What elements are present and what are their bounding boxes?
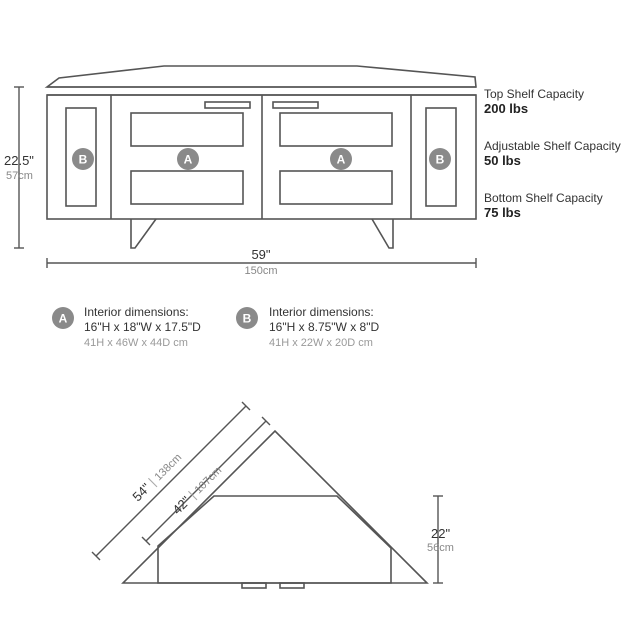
top-surface bbox=[44, 65, 477, 88]
capacity-adjustable: Adjustable Shelf Capacity 50 lbs bbox=[484, 139, 621, 168]
svg-text:B: B bbox=[243, 312, 252, 326]
svg-text:A: A bbox=[337, 153, 346, 167]
height-in-label: 22.5" bbox=[4, 153, 34, 168]
panel-right-lower bbox=[279, 170, 393, 205]
capacity-top: Top Shelf Capacity 200 lbs bbox=[484, 87, 584, 116]
front-badge-3: A bbox=[330, 148, 352, 170]
svg-text:A: A bbox=[59, 312, 68, 326]
width-in-label: 59" bbox=[251, 247, 270, 262]
panel-left-lower bbox=[130, 170, 244, 205]
front-view bbox=[44, 65, 477, 249]
legend-b-title: Interior dimensions: bbox=[269, 305, 374, 319]
svg-text:B: B bbox=[79, 153, 88, 167]
depth-dimension bbox=[433, 495, 443, 584]
capacity-bottom-value: 75 lbs bbox=[484, 205, 521, 220]
svg-text:A: A bbox=[184, 153, 193, 167]
legend-b: B Interior dimensions: 16"H x 8.75"W x 8… bbox=[236, 305, 379, 349]
inner-diagonal-dimension bbox=[141, 416, 271, 546]
leg-left bbox=[130, 218, 157, 249]
width-dimension bbox=[46, 258, 477, 268]
legend-a-title: Interior dimensions: bbox=[84, 305, 189, 319]
capacity-top-label: Top Shelf Capacity bbox=[484, 87, 584, 101]
side-compartment-left bbox=[65, 107, 97, 207]
top-view bbox=[121, 429, 429, 589]
panel-left-upper bbox=[130, 112, 244, 147]
front-badge-4: B bbox=[429, 148, 451, 170]
front-badge-1: B bbox=[72, 148, 94, 170]
legend-b-inches: 16"H x 8.75"W x 8"D bbox=[269, 320, 379, 334]
legend-a: A Interior dimensions: 16"H x 18"W x 17.… bbox=[52, 305, 201, 349]
width-cm-label: 150cm bbox=[244, 265, 277, 277]
capacity-bottom: Bottom Shelf Capacity 75 lbs bbox=[484, 191, 603, 220]
foot-left bbox=[241, 582, 267, 589]
capacity-adjustable-label: Adjustable Shelf Capacity bbox=[484, 139, 621, 153]
outer-diagonal-dimension bbox=[91, 401, 251, 561]
height-cm-label: 57cm bbox=[6, 170, 33, 182]
side-compartment-right bbox=[425, 107, 457, 207]
legend-a-cm: 41H x 46W x 44D cm bbox=[84, 337, 188, 349]
legend-b-badge bbox=[236, 307, 258, 329]
depth-in-label: 22" bbox=[431, 526, 450, 541]
handle-right bbox=[272, 101, 319, 109]
stand-footprint bbox=[157, 495, 392, 584]
legend-b-cm: 41H x 22W x 20D cm bbox=[269, 337, 373, 349]
legend-a-inches: 16"H x 18"W x 17.5"D bbox=[84, 320, 201, 334]
leg-right bbox=[371, 218, 394, 249]
legend-a-badge bbox=[52, 307, 74, 329]
capacity-bottom-label: Bottom Shelf Capacity bbox=[484, 191, 603, 205]
panel-right-upper bbox=[279, 112, 393, 147]
foot-right bbox=[279, 582, 305, 589]
capacity-top-value: 200 lbs bbox=[484, 101, 528, 116]
handle-left bbox=[204, 101, 251, 109]
height-dimension bbox=[14, 86, 24, 249]
depth-cm-label: 56cm bbox=[427, 542, 454, 554]
front-badge-2: A bbox=[177, 148, 199, 170]
svg-text:B: B bbox=[436, 153, 445, 167]
capacity-adjustable-value: 50 lbs bbox=[484, 153, 521, 168]
